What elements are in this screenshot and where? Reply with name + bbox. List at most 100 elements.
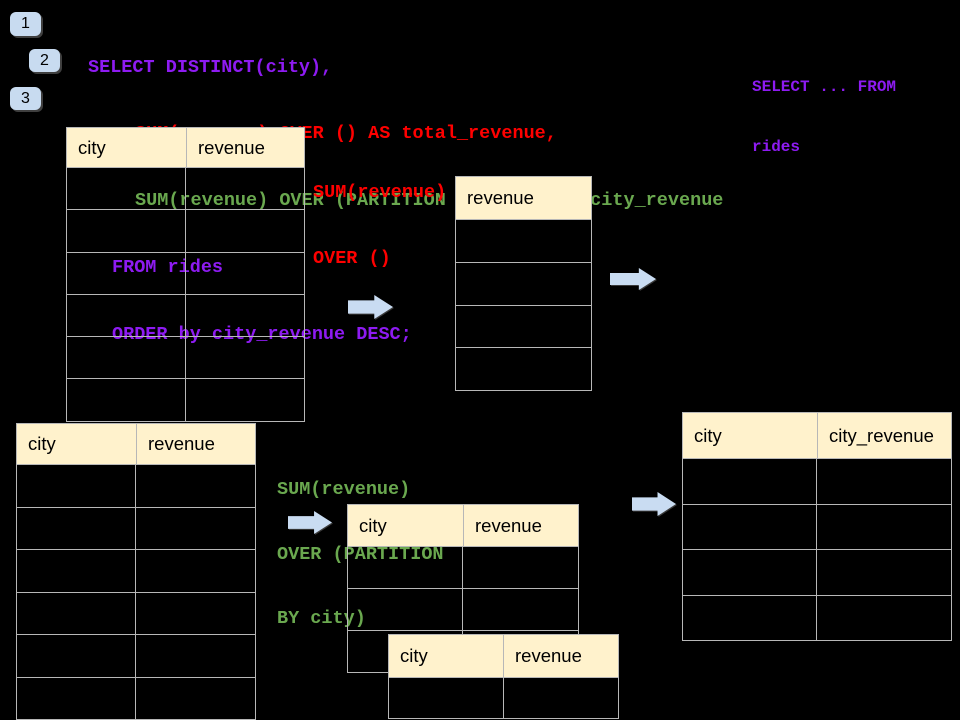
annotation-line: SUM(revenue) [313, 182, 447, 203]
arrow-from-total-revenue-icon [610, 268, 656, 290]
table-cell-empty [463, 547, 578, 588]
table-row [17, 591, 255, 635]
table-row [67, 167, 305, 210]
table-cell-empty [817, 459, 951, 504]
table-row [67, 336, 305, 379]
column-header-city: city [17, 424, 137, 464]
table-cell-empty [67, 337, 186, 379]
sql-line-from: FROM rides [112, 257, 224, 279]
table-row [67, 293, 305, 337]
column-header-revenue: revenue [198, 136, 265, 158]
table-cell-empty [67, 379, 186, 421]
table-row [348, 588, 578, 630]
table-row [67, 209, 305, 252]
table-cell-empty [186, 295, 305, 336]
table-cell-empty [136, 508, 255, 550]
table-header-row: city revenue [17, 424, 255, 464]
table-row [456, 347, 591, 390]
annotation-sum-over-all: SUM(revenue) OVER () [313, 138, 446, 314]
table-header-row: city revenue [348, 505, 578, 546]
table-row [67, 378, 305, 421]
table-cell-empty [186, 337, 305, 378]
table-row [17, 549, 255, 592]
arrow-to-city-revenue-icon [632, 492, 676, 516]
table-cell-empty [186, 210, 305, 251]
column-header-revenue: revenue [467, 187, 534, 208]
table-partition-step-overlay: city revenue [388, 634, 619, 719]
table-cell-empty [67, 168, 186, 210]
arrow-to-total-revenue-icon [348, 295, 393, 319]
table-cell-empty [17, 677, 136, 719]
table-cell-empty [348, 547, 463, 588]
table-cell-empty [17, 507, 136, 549]
table-row [456, 261, 591, 305]
table-cell-empty [136, 678, 255, 720]
sql-line-order-by: ORDER by city_revenue DESC; [112, 324, 412, 346]
table-cell-empty [463, 589, 578, 630]
column-header-city: city [389, 635, 504, 677]
table-row [456, 219, 591, 262]
table-cell-empty [67, 294, 186, 337]
table-cell-empty [136, 550, 255, 592]
column-header-revenue: revenue [148, 433, 215, 454]
table-cell-empty [136, 593, 255, 635]
table-cell-empty [17, 592, 136, 634]
table-header-row: city revenue [67, 128, 304, 167]
column-header-revenue: revenue [475, 514, 542, 536]
table-cell-empty [683, 504, 817, 549]
table-row [683, 458, 951, 504]
table-partition-step: city revenue [347, 504, 579, 673]
table-row [683, 549, 951, 595]
table-rides-source-bottom: city revenue [16, 423, 256, 720]
annotation-line: SELECT ... FROM [752, 78, 897, 96]
table-cell-empty [456, 263, 591, 305]
column-header-city: city [348, 505, 464, 546]
annotation-select-from-rides: SELECT ... FROM rides [752, 37, 896, 197]
table-row [67, 251, 304, 294]
table-cell-empty [348, 589, 463, 630]
table-row [389, 677, 618, 718]
table-cell-empty [504, 678, 619, 718]
annotation-line: OVER (PARTITION [277, 543, 444, 565]
step-badge-3: 3 [10, 87, 41, 110]
column-header-revenue: revenue [515, 645, 582, 666]
annotation-line: SUM(revenue) [277, 479, 411, 500]
table-cell-empty [67, 252, 186, 294]
table-header-row: revenue [456, 177, 591, 219]
annotation-line: rides [752, 138, 801, 156]
sql-line-select: SELECT DISTINCT(city), [88, 56, 333, 78]
table-row [683, 594, 951, 641]
table-row [456, 304, 591, 348]
table-row [17, 676, 255, 720]
table-cell-empty [67, 210, 186, 252]
table-cell-empty [186, 168, 305, 209]
table-row [17, 634, 255, 677]
table-cell-empty [456, 348, 591, 390]
table-cell-empty [17, 465, 136, 507]
table-cell-empty [186, 379, 305, 420]
table-cell-empty [17, 550, 136, 592]
annotation-sum-over-partition: SUM(revenue) OVER (PARTITION BY city) [277, 436, 444, 673]
table-cell-empty [683, 550, 817, 595]
table-row [17, 506, 255, 550]
table-header-row: city revenue [389, 635, 618, 677]
column-header-city_revenue: city_revenue [829, 424, 934, 446]
table-cell-empty [683, 595, 817, 640]
table-cell-empty [817, 505, 951, 550]
table-cell-empty [136, 635, 255, 677]
table-cell-empty [817, 596, 951, 641]
step-badge-2: 2 [29, 49, 60, 72]
table-row [348, 546, 578, 588]
column-header-city: city [67, 128, 187, 167]
annotation-line: OVER () [313, 248, 391, 269]
annotation-line: BY city) [277, 608, 366, 629]
table-total-revenue-result: revenue [455, 176, 592, 392]
column-header-city: city [683, 413, 818, 458]
table-cell-empty [683, 459, 817, 504]
table-rides-source-top: city revenue [66, 127, 305, 422]
table-cell-empty [17, 635, 136, 677]
table-header-row: city city_revenue [683, 413, 951, 458]
table-cell-empty [456, 220, 591, 262]
table-cell-empty [389, 678, 504, 718]
